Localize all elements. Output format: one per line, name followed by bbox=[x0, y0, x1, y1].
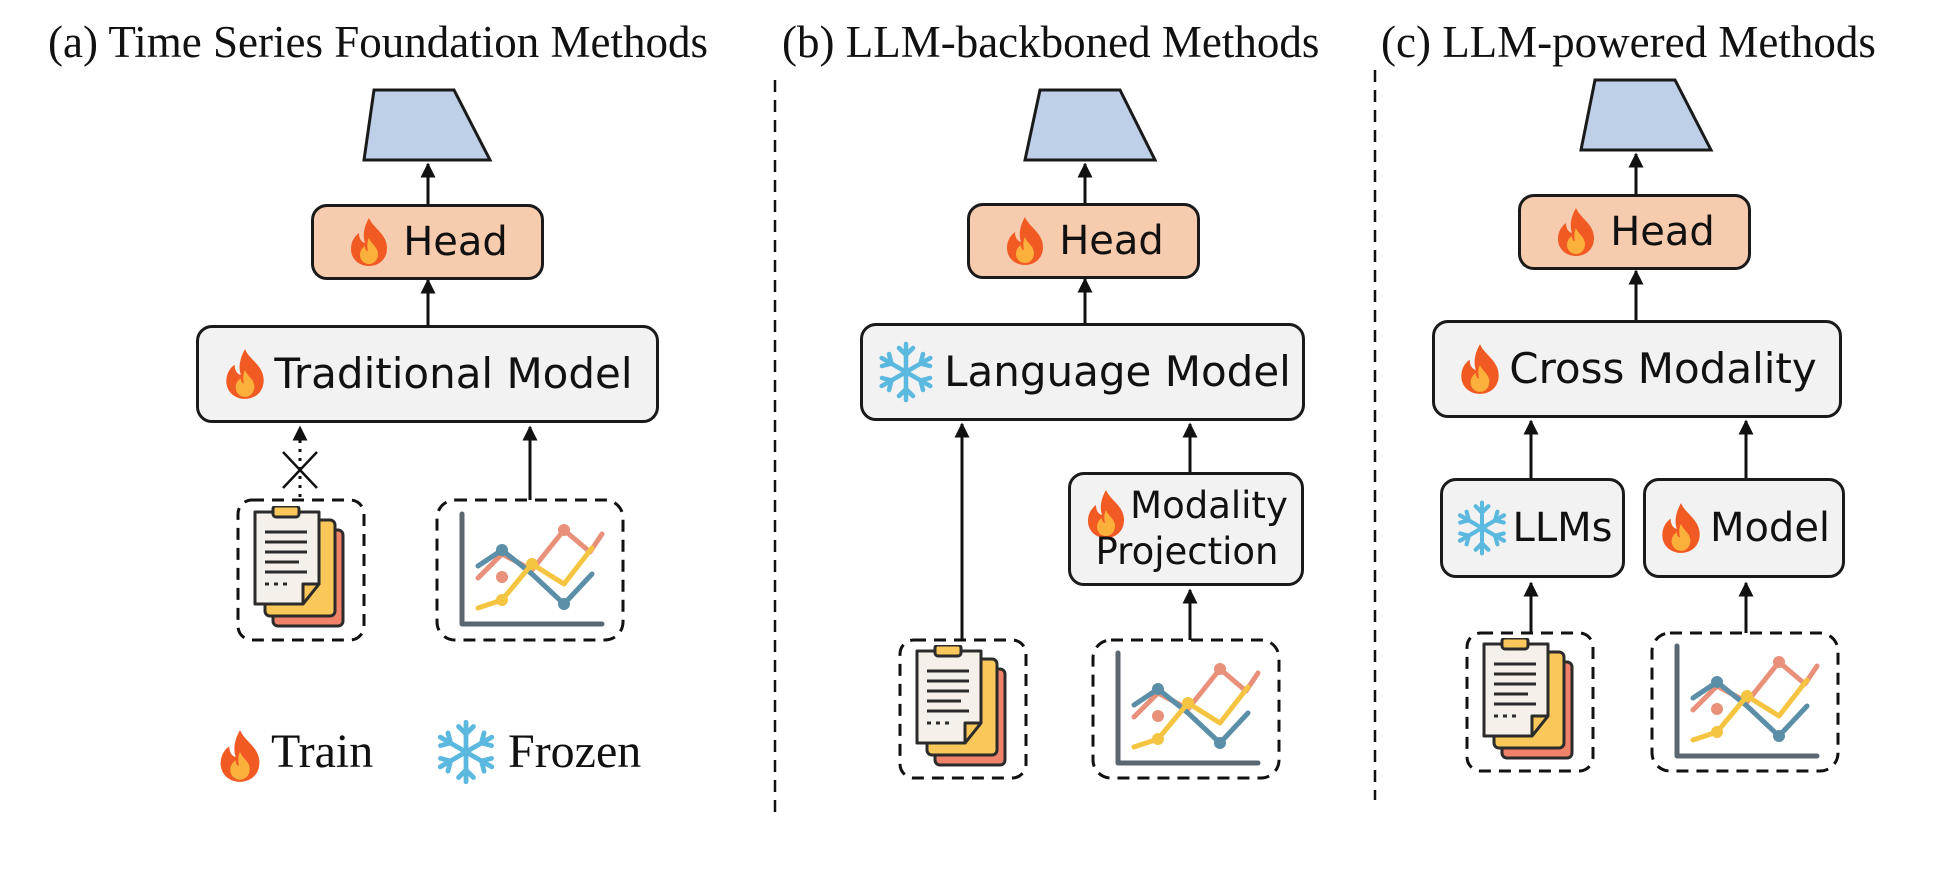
panel-c-ts-model-box: Model bbox=[1643, 478, 1845, 578]
flame-icon bbox=[1461, 344, 1499, 394]
panel-b-projection-line2: Projection bbox=[1095, 530, 1279, 573]
flame-icon bbox=[226, 349, 265, 399]
panel-b-title: (b) LLM-backboned Methods bbox=[782, 17, 1320, 67]
panel-a-series-frame bbox=[435, 498, 625, 642]
panel-c-model-box: Cross Modality bbox=[1432, 320, 1842, 418]
flame-icon bbox=[1088, 490, 1125, 538]
flame-icon bbox=[351, 218, 388, 266]
snowflake-icon bbox=[1457, 500, 1506, 556]
panel-a-output bbox=[362, 88, 493, 162]
snowflake-icon bbox=[879, 341, 933, 403]
panel-b-model-box: Language Model bbox=[860, 323, 1305, 421]
panel-b-output bbox=[1023, 88, 1158, 162]
panel-b-head-box: Head bbox=[967, 203, 1200, 279]
panel-c-title: (c) LLM-powered Methods bbox=[1381, 17, 1876, 67]
panel-b-head-label: Head bbox=[1059, 218, 1164, 264]
panel-c-head-label: Head bbox=[1610, 209, 1715, 255]
line-chart-icon bbox=[1674, 643, 1820, 759]
panel-a-head-label: Head bbox=[403, 219, 508, 265]
panel-a-title: (a) Time Series Foundation Methods bbox=[48, 17, 708, 67]
document-icon bbox=[1482, 638, 1574, 760]
panel-a-head-box: Head bbox=[311, 204, 544, 280]
panel-c-model-label: Cross Modality bbox=[1509, 343, 1817, 393]
legend-snowflake-icon bbox=[437, 719, 495, 785]
panel-c-output bbox=[1579, 78, 1714, 152]
line-chart-icon bbox=[459, 511, 605, 627]
legend-frozen-label: Frozen bbox=[508, 725, 642, 778]
panel-b-projection-label: Modality Projection bbox=[1096, 483, 1288, 576]
panel-c-llm-label: LLMs bbox=[1512, 505, 1613, 551]
panel-a-model-box: Traditional Model bbox=[196, 325, 659, 423]
panel-b-projection-box: Modality Projection bbox=[1068, 472, 1304, 586]
legend-flame-icon bbox=[220, 730, 260, 782]
panel-b-model-label: Language Model bbox=[944, 346, 1291, 396]
flame-icon bbox=[1007, 217, 1044, 265]
flame-icon bbox=[1662, 503, 1700, 553]
panel-b-text-frame bbox=[898, 638, 1028, 780]
legend-train-label: Train bbox=[271, 725, 374, 778]
panel-c-text-frame bbox=[1465, 631, 1595, 773]
flame-icon bbox=[1558, 208, 1595, 256]
panel-c-head-box: Head bbox=[1518, 194, 1751, 270]
panel-a-text-frame bbox=[236, 498, 366, 642]
document-icon bbox=[253, 506, 345, 628]
document-icon bbox=[915, 645, 1007, 767]
panel-b-series-frame bbox=[1091, 638, 1281, 780]
line-chart-icon bbox=[1115, 650, 1261, 766]
panel-c-ts-model-label: Model bbox=[1709, 505, 1831, 551]
panel-b-projection-line1: Modality bbox=[1130, 483, 1288, 527]
panel-a-model-label: Traditional Model bbox=[274, 348, 633, 398]
panel-c-series-frame bbox=[1650, 631, 1840, 773]
panel-c-llm-box: LLMs bbox=[1440, 478, 1625, 578]
blocked-cross-2 bbox=[282, 451, 318, 489]
